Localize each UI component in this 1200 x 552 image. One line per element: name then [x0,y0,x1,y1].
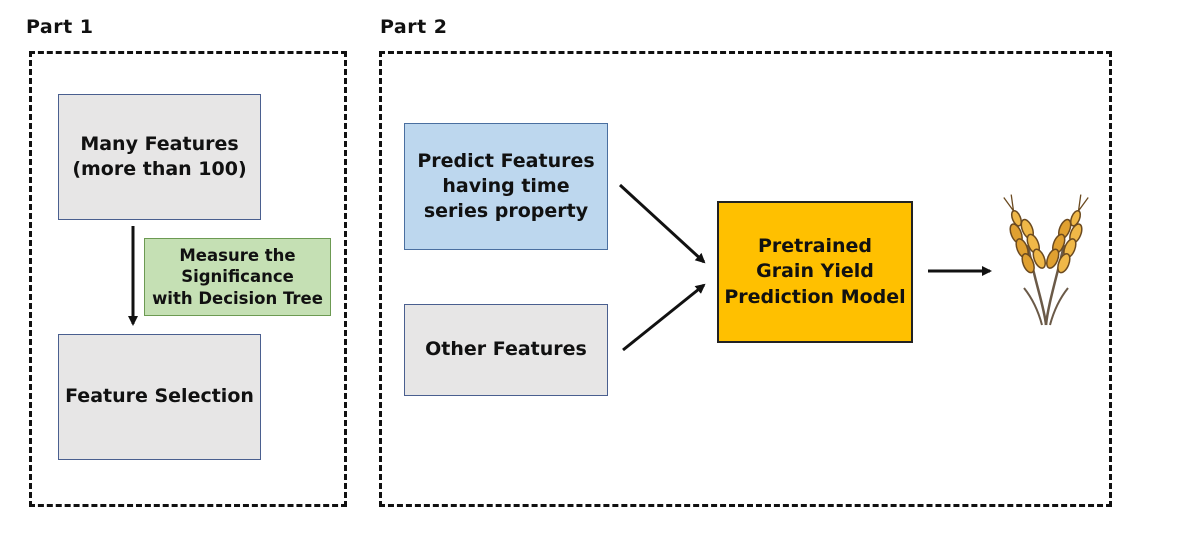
measure-significance-box: Measure the Significance with Decision T… [144,238,331,316]
pretrained-model-box: Pretrained Grain Yield Prediction Model [717,201,913,343]
part1-label: Part 1 [26,16,94,38]
feature-selection-box: Feature Selection [58,334,261,460]
part2-label: Part 2 [380,16,448,38]
predict-features-box: Predict Features having time series prop… [404,123,608,250]
other-features-box: Other Features [404,304,608,396]
part2-frame [379,51,1112,507]
arrow-other-to-model [622,283,706,352]
part1-frame [29,51,347,507]
many-features-box: Many Features (more than 100) [58,94,261,220]
wheat-icon [1003,194,1089,326]
arrow-predict-to-model [618,183,706,264]
